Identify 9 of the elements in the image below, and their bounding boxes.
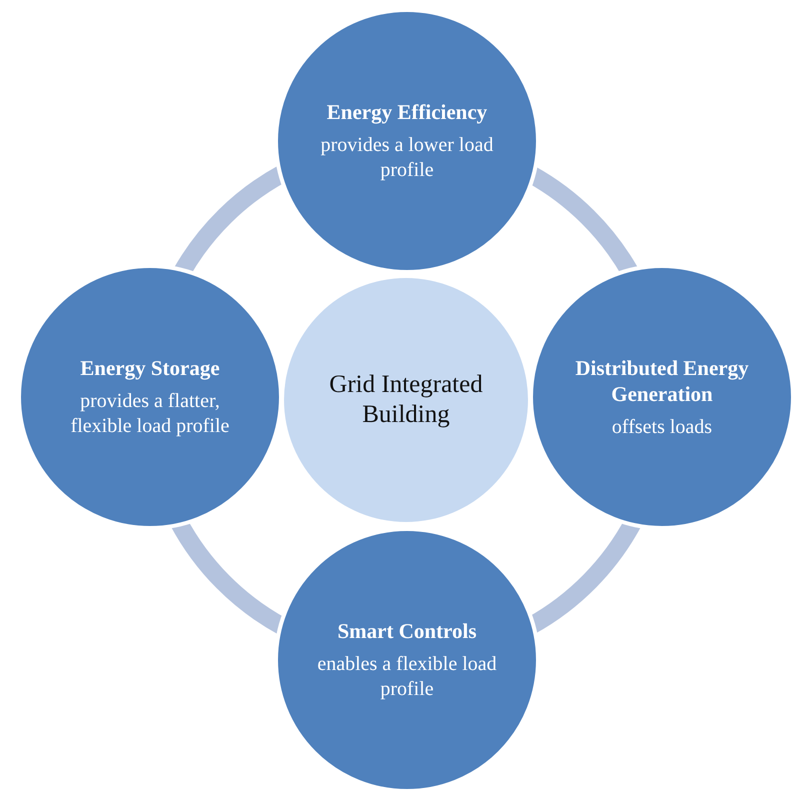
topic-description: provides a lower load profile xyxy=(320,133,494,183)
topic-description: provides a flatter, flexible load profile xyxy=(70,389,230,439)
center-label: Grid Integrated Building xyxy=(328,370,484,430)
topic-description: enables a flexible load profile xyxy=(316,652,498,702)
topic-description: offsets loads xyxy=(612,414,712,440)
topic-heading: Smart Controls xyxy=(337,618,477,644)
topic-heading: Energy Efficiency xyxy=(326,99,488,125)
topic-heading: Energy Storage xyxy=(80,355,220,381)
topic-heading: Distributed Energy Generation xyxy=(574,354,750,406)
